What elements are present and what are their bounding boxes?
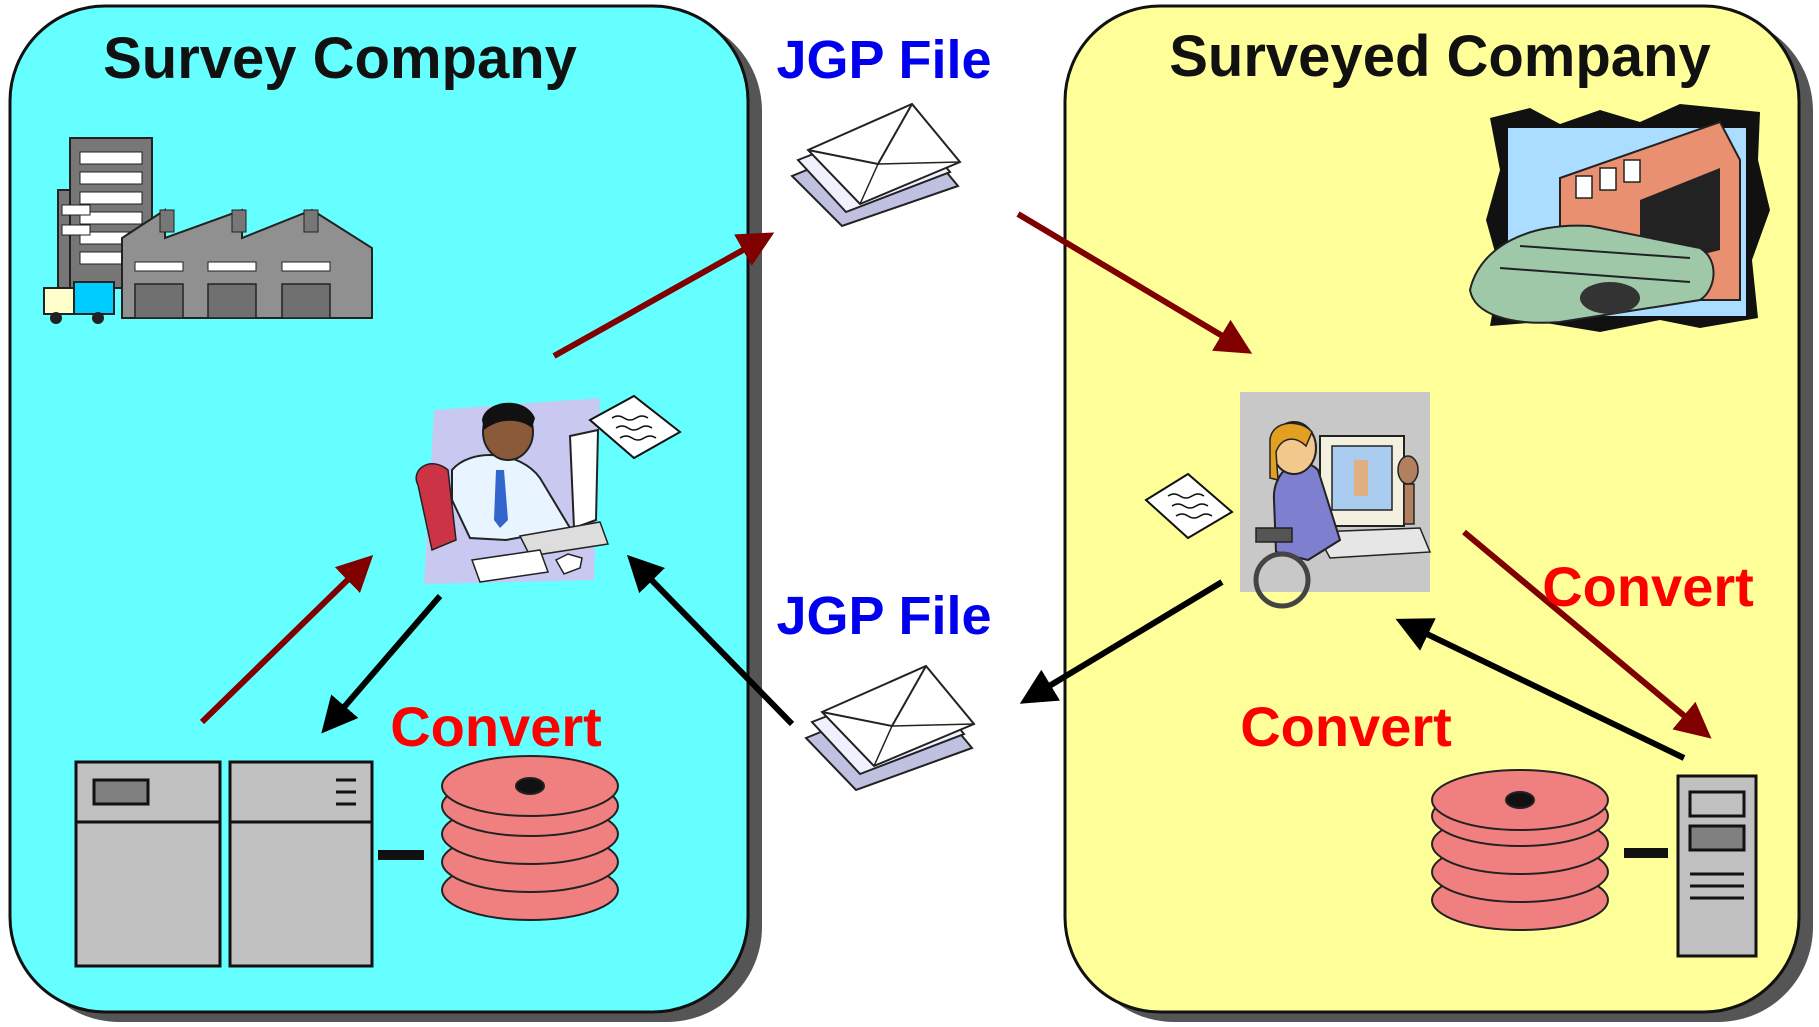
arrows	[199, 211, 1712, 761]
warehouse-icon	[1468, 104, 1770, 332]
jgp-file-label-top: JGP File	[776, 30, 991, 90]
envelope-icon	[790, 102, 962, 228]
tower-pc-icon	[1676, 774, 1758, 958]
arrow-surveyed-user-to-tower	[1462, 529, 1712, 739]
connector-line	[1624, 848, 1668, 858]
arrow-jgp-file-to-surveyed-user	[1016, 211, 1253, 354]
envelope-icon	[804, 664, 976, 792]
disk-stack-icon	[441, 755, 619, 921]
factory-icon	[43, 137, 373, 324]
convert-label-left: Convert	[390, 695, 602, 758]
computer-user-icon	[1240, 392, 1432, 609]
office-worker-icon	[415, 398, 610, 584]
mainframe-server-icon	[74, 760, 424, 968]
document-icon	[588, 394, 682, 460]
document-icon	[1144, 472, 1234, 540]
arrow-jgp-file-to-survey-worker	[626, 554, 795, 727]
arrow-survey-worker-to-mainframe	[321, 594, 443, 734]
arrow-mainframe-to-survey-worker	[199, 554, 374, 725]
convert-label-right-upper: Convert	[1542, 555, 1754, 618]
arrow-surveyed-user-to-jgp-file	[1019, 579, 1224, 704]
survey-company-title: Survey Company	[103, 26, 577, 91]
jgp-file-label-bottom: JGP File	[776, 586, 991, 646]
arrow-tower-to-surveyed-user	[1395, 618, 1686, 761]
convert-label-right-lower: Convert	[1240, 695, 1452, 758]
arrow-survey-worker-to-jgp-file	[552, 232, 775, 359]
disk-stack-icon	[1431, 769, 1609, 931]
surveyed-company-title: Surveyed Company	[1169, 24, 1711, 89]
